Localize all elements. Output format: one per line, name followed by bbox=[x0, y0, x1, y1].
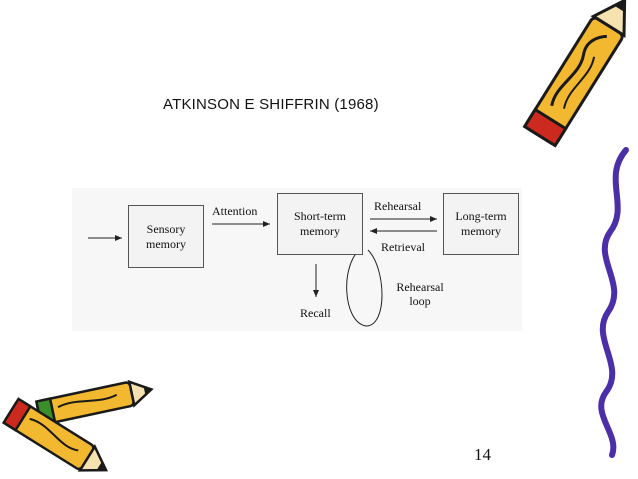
retrieval-label: Retrieval bbox=[381, 240, 425, 254]
rehearsal-loop-label: Rehearsal loop bbox=[396, 280, 444, 308]
slide-title: ATKINSON E SHIFFRIN (1968) bbox=[163, 96, 379, 113]
long-term-memory-box: Long-term memory bbox=[443, 193, 519, 255]
page-number: 14 bbox=[474, 445, 491, 464]
rehearsal-label: Rehearsal bbox=[374, 199, 422, 213]
attention-label: Attention bbox=[212, 204, 258, 218]
sensory-memory-box: Sensory memory bbox=[128, 205, 204, 268]
rehearsal-loop-curve bbox=[346, 247, 383, 327]
recall-label: Recall bbox=[300, 306, 331, 320]
short-term-memory-label: Short-term memory bbox=[294, 209, 346, 238]
short-term-memory-box: Short-term memory bbox=[277, 193, 363, 255]
long-term-memory-label: Long-term memory bbox=[455, 209, 507, 238]
sensory-memory-label: Sensory memory bbox=[146, 221, 186, 251]
